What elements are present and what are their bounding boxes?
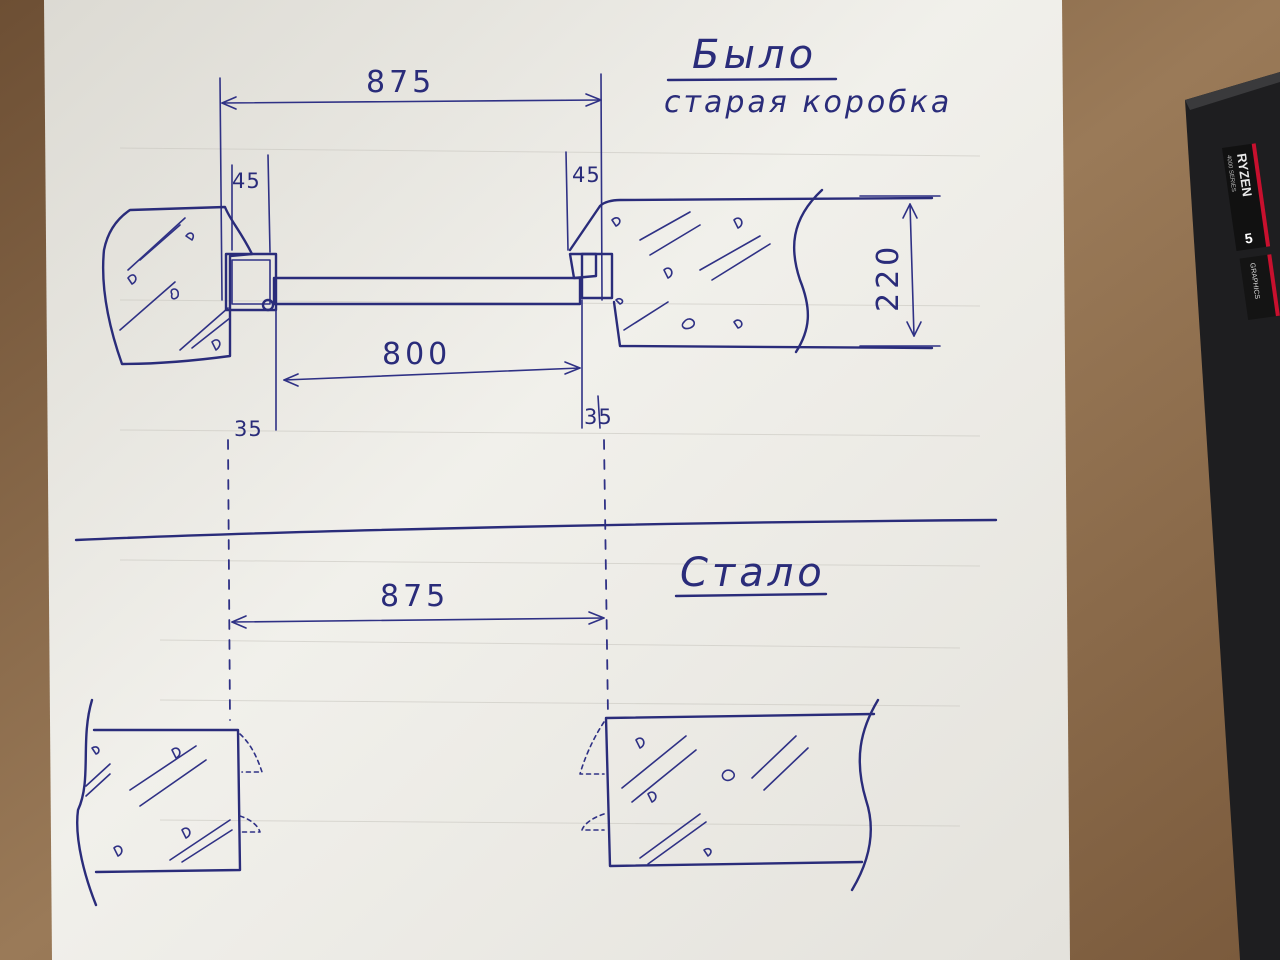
after-right-wall-break [850, 698, 880, 892]
right-casing-ext [597, 395, 601, 429]
after-right-removed-trim [579, 721, 605, 831]
left-wall-hatch [119, 217, 231, 351]
left-frame-ext2 [267, 154, 271, 253]
after-dim-arrow-left [231, 615, 247, 629]
before-title-underline [666, 77, 838, 82]
after-left-wall [92, 728, 242, 874]
after-overall-width-label: 875 [380, 579, 449, 614]
left-frame-width-label: 45 [232, 169, 261, 193]
after-right-wall-hatch [621, 735, 809, 865]
after-right-wall [604, 712, 876, 868]
wall-dim-arrow-bottom [906, 321, 922, 337]
right-casing-label: 35 [584, 405, 613, 429]
right-frame-ext [565, 151, 569, 251]
right-wall-break [792, 188, 824, 354]
paper-sheet [44, 0, 1070, 960]
right-frame-width-label: 45 [572, 163, 601, 187]
after-section: Стало 875 [76, 550, 880, 907]
before-section: Было старая коробка 875 45 45 [101, 32, 952, 441]
overall-dimension-line [221, 99, 602, 104]
after-title-underline [674, 592, 828, 598]
sticker-brand-text: RYZEN [1234, 152, 1255, 197]
door-leaf [272, 276, 582, 306]
ryzen-sticker: RYZEN 4000 SERIES 5 GRAPHICS [1222, 143, 1280, 321]
door-dim-arrow-left [283, 373, 299, 387]
left-door-frame [224, 252, 278, 312]
right-projection-line [603, 439, 609, 717]
left-wall [101, 205, 254, 366]
door-dim-arrow-right [564, 361, 581, 375]
right-extension-line [600, 73, 603, 301]
left-projection-line [227, 439, 231, 721]
wall-dim-arrow-top [902, 203, 918, 219]
dim-arrow-left [221, 96, 237, 110]
left-casing-label: 35 [234, 417, 263, 441]
left-extension-line [219, 77, 223, 301]
door-dimension-line [283, 367, 581, 381]
overall-width-label: 875 [366, 65, 435, 100]
after-left-wall-break [76, 698, 98, 907]
wall-dim-line [909, 203, 915, 337]
after-left-removed-trim [239, 733, 263, 833]
wall-thickness-label: 220 [871, 243, 906, 312]
door-hinge [261, 298, 275, 312]
door-width-label: 800 [382, 337, 451, 372]
dim-arrow-right [585, 93, 602, 107]
after-dim-arrow-right [588, 611, 605, 625]
after-left-wall-hatch [85, 745, 233, 863]
left-door-frame-inner [231, 259, 271, 305]
before-subtitle: старая коробка [664, 85, 952, 120]
sticker-number-text: 5 [1244, 230, 1254, 247]
right-door-frame [580, 252, 614, 300]
section-divider [74, 518, 998, 542]
after-dimension-line [231, 617, 605, 623]
laptop-corner: RYZEN 4000 SERIES 5 GRAPHICS [1185, 72, 1280, 960]
right-wall-outline [568, 196, 934, 350]
right-wall-hatch [611, 211, 771, 331]
before-title: Было [692, 32, 817, 78]
after-title: Стало [680, 550, 826, 596]
sticker-series-text: 4000 SERIES [1225, 155, 1236, 193]
